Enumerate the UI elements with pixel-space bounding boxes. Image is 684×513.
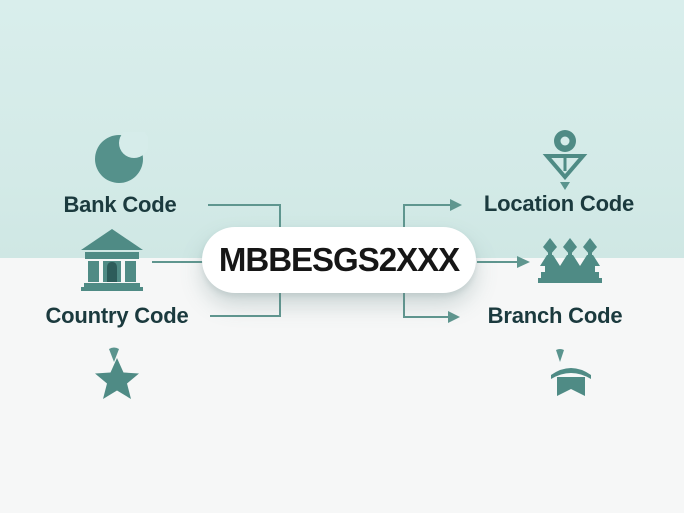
swift-code-pill: MBBESGS2XXX (202, 227, 476, 293)
location-pin-icon (542, 130, 588, 180)
star-icon (95, 358, 139, 399)
moon-icon (95, 132, 148, 183)
pointer-triangle-icon (560, 182, 570, 190)
branch-code-label: Branch Code (487, 303, 623, 328)
finial-podium-icon (538, 238, 602, 283)
pointer-teardrop-icon (109, 347, 119, 362)
bank-building-icon (81, 229, 143, 291)
location-code-label: Location Code (483, 191, 635, 216)
country-code-label: Country Code (45, 303, 189, 328)
teal-background-band (0, 0, 684, 258)
pointer-triangle-icon (556, 349, 564, 362)
ribbon-banner-icon (551, 368, 591, 396)
swift-code-text: MBBESGS2XXX (218, 241, 460, 278)
bank-code-label: Bank Code (63, 192, 177, 217)
